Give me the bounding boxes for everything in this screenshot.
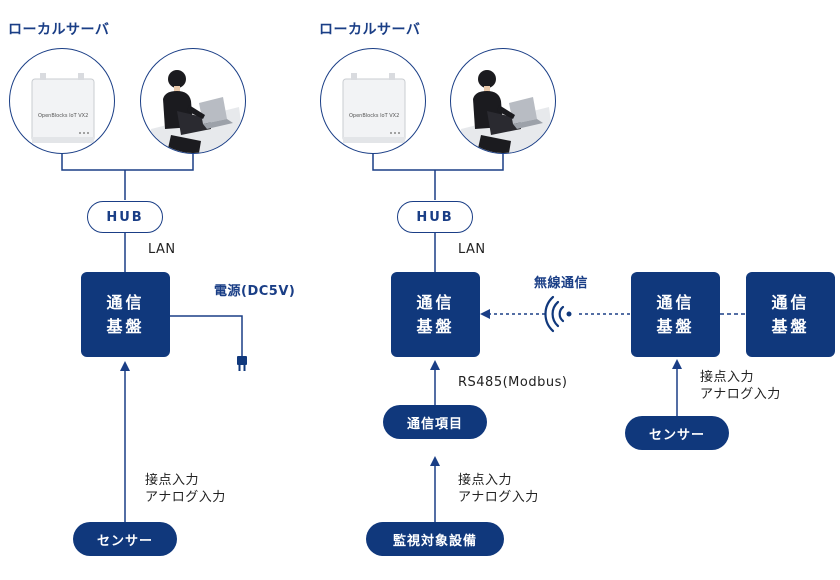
svg-text:OpenBlocks IoT VX2: OpenBlocks IoT VX2 — [349, 113, 399, 119]
wireless-signal-icon — [544, 295, 572, 333]
right-sensor: センサー — [625, 416, 729, 450]
right-input-label-lower: 接点入力 アナログ入力 — [458, 473, 539, 505]
svg-text:OpenBlocks IoT VX2: OpenBlocks IoT VX2 — [38, 113, 88, 119]
left-input-label: 接点入力 アナログ入力 — [145, 473, 226, 505]
wireless-label: 無線通信 — [534, 276, 589, 291]
left-hub: HUB — [87, 201, 163, 233]
right-server-title: ローカルサーバ — [319, 22, 421, 38]
rs485-label: RS485(Modbus) — [458, 375, 568, 390]
person-laptop-icon — [151, 70, 245, 153]
left-server-title: ローカルサーバ — [8, 22, 110, 38]
left-server-device: OpenBlocks IoT VX2 — [9, 48, 115, 154]
monitored-equipment: 監視対象設備 — [366, 522, 504, 556]
server-icon: OpenBlocks IoT VX2 — [342, 73, 406, 143]
right-server-bus — [372, 148, 504, 171]
comm-item: 通信項目 — [383, 405, 487, 439]
power-plug-icon — [237, 356, 247, 371]
right-input-label-sensor: 接点入力 アナログ入力 — [700, 370, 781, 402]
left-power-cable — [170, 315, 243, 356]
left-power-label: 電源(DC5V) — [214, 284, 296, 299]
right-user-workstation — [450, 48, 556, 154]
right-lan-label: LAN — [458, 242, 486, 257]
left-comm-unit: 通信 基盤 — [81, 272, 170, 357]
wireless-comm-unit-1: 通信 基盤 — [631, 272, 720, 357]
right-hub: HUB — [397, 201, 473, 233]
right-comm-unit: 通信 基盤 — [391, 272, 480, 357]
wireless-comm-unit-2: 通信 基盤 — [746, 272, 835, 357]
right-server-device: OpenBlocks IoT VX2 — [320, 48, 426, 154]
server-icon: OpenBlocks IoT VX2 — [31, 73, 95, 143]
person-laptop-icon — [461, 70, 555, 153]
left-sensor: センサー — [73, 522, 177, 556]
left-server-bus — [61, 148, 194, 171]
left-user-workstation — [140, 48, 246, 154]
left-lan-label: LAN — [148, 242, 176, 257]
